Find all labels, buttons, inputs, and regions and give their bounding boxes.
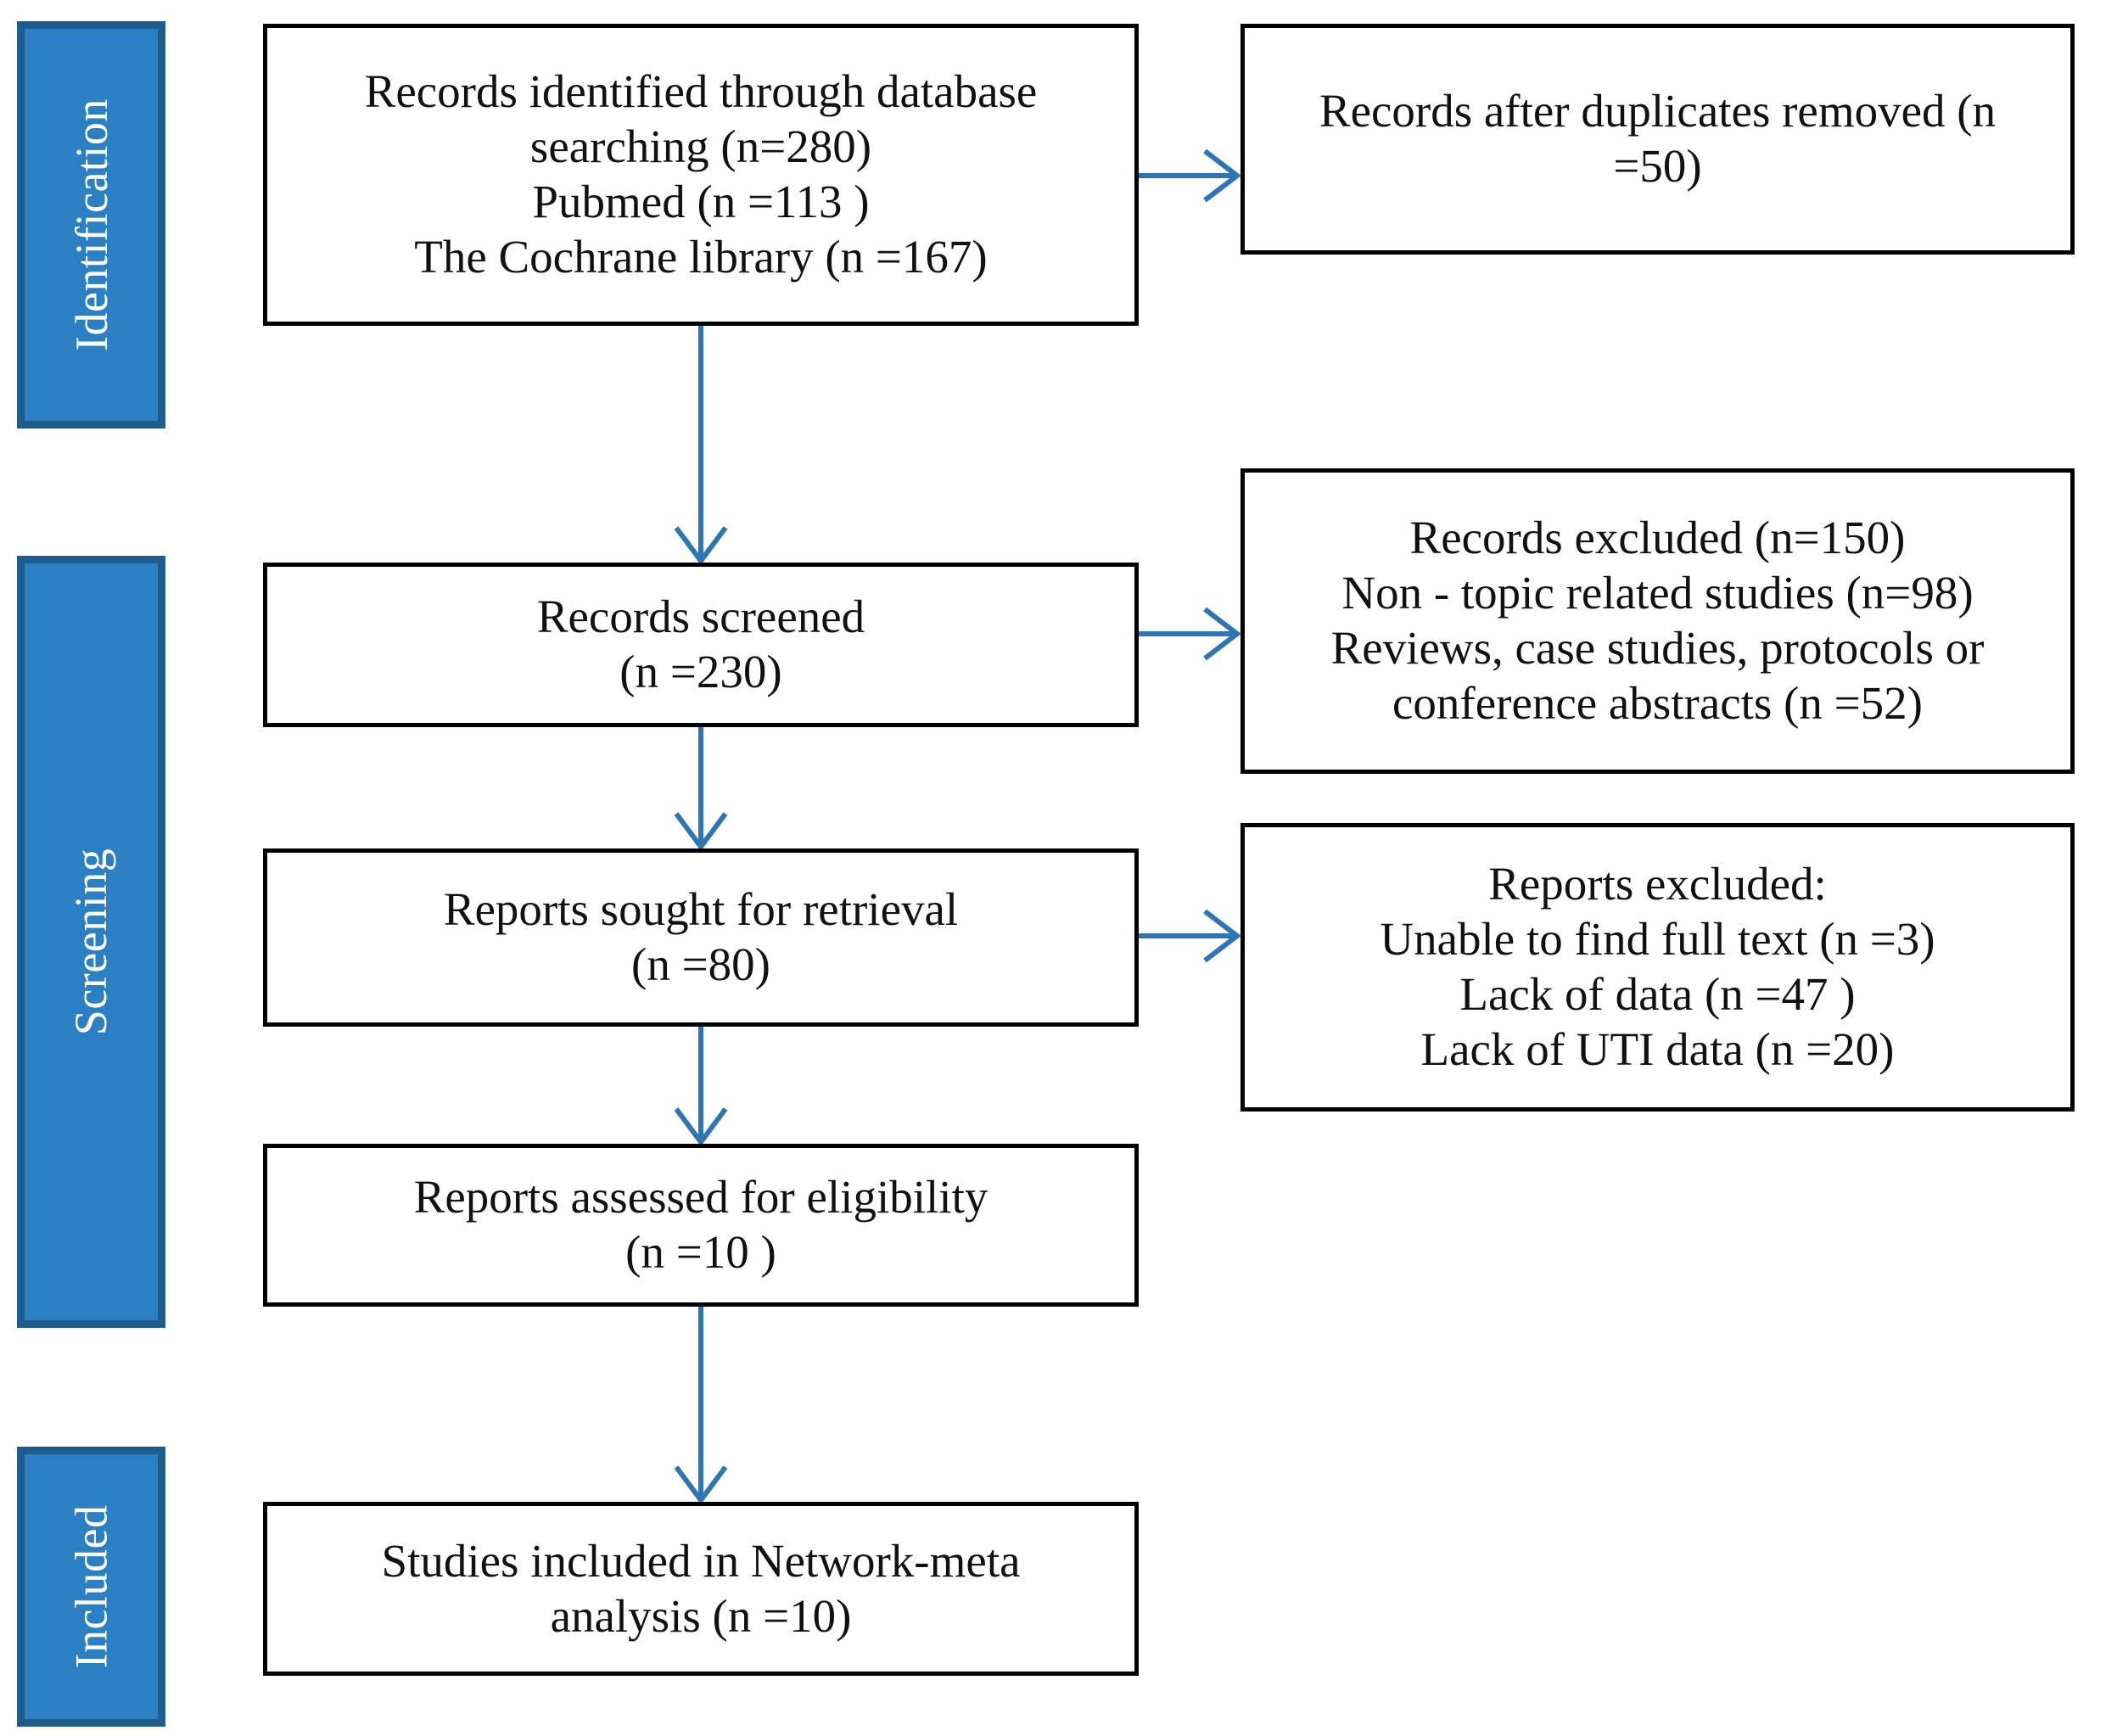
stage-band-screening: Screening	[17, 556, 165, 1328]
box-studies-included: Studies included in Network-meta analysi…	[263, 1502, 1139, 1676]
box-records-excluded: Records excluded (n=150) Non - topic rel…	[1241, 468, 2075, 774]
box-reports-assessed-text: Reports assessed for eligibility (n =10 …	[413, 1171, 988, 1278]
arrow-sought-to-assessed	[674, 1027, 728, 1147]
box-reports-sought-text: Reports sought for retrieval (n =80)	[443, 883, 959, 990]
box-records-screened-text: Records screened (n =230)	[536, 591, 865, 697]
box-reports-excluded: Reports excluded: Unable to find full te…	[1241, 823, 2075, 1112]
box-reports-excluded-text: Reports excluded: Unable to find full te…	[1380, 858, 1935, 1075]
box-duplicates-removed-text: Records after duplicates removed (n =50)	[1319, 85, 1997, 192]
arrow-sought-to-reports-excluded	[1139, 909, 1241, 963]
box-reports-sought: Reports sought for retrieval (n =80)	[263, 848, 1139, 1027]
box-records-excluded-text: Records excluded (n=150) Non - topic rel…	[1330, 512, 1985, 729]
stage-label-identification: Identification	[65, 98, 117, 351]
arrow-assessed-to-included	[674, 1307, 728, 1505]
arrow-identified-to-duplicates	[1139, 148, 1241, 203]
stage-band-included: Included	[17, 1447, 165, 1727]
arrow-identified-to-screened	[674, 326, 728, 566]
stage-label-screening: Screening	[65, 848, 117, 1036]
box-records-identified-text: Records identified through database sear…	[364, 65, 1038, 283]
arrow-screened-to-sought	[674, 727, 728, 852]
box-duplicates-removed: Records after duplicates removed (n =50)	[1241, 24, 2075, 255]
stage-band-identification: Identification	[17, 21, 165, 428]
stage-label-included: Included	[65, 1504, 117, 1669]
box-records-screened: Records screened (n =230)	[263, 563, 1139, 727]
arrow-screened-to-excluded	[1139, 607, 1241, 661]
box-studies-included-text: Studies included in Network-meta analysi…	[381, 1534, 1021, 1642]
box-records-identified: Records identified through database sear…	[263, 24, 1139, 326]
box-reports-assessed: Reports assessed for eligibility (n =10 …	[263, 1144, 1139, 1307]
